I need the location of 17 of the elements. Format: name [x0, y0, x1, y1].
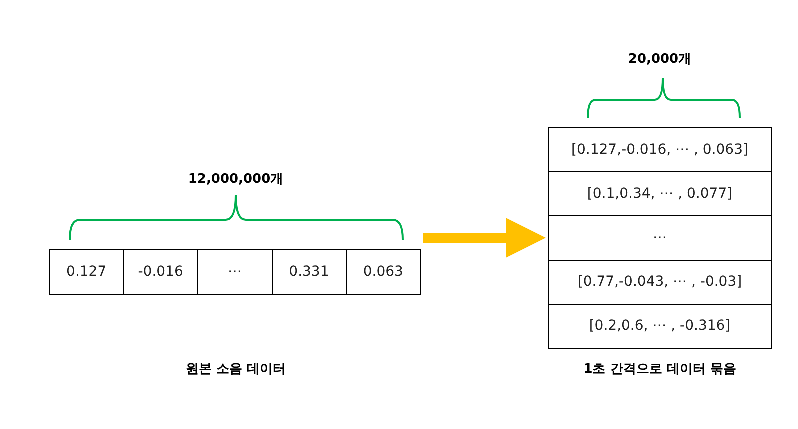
- arrow: [423, 218, 546, 258]
- caption: 원본 소음 데이터: [186, 361, 286, 378]
- array-cell: [0.1,0.34, ⋯ , 0.077]: [549, 171, 771, 216]
- array-cell: ⋯: [549, 215, 771, 260]
- count-label: 20,000개: [628, 51, 692, 68]
- array-cell: 0.331: [272, 250, 346, 294]
- caption: 1초 간격으로 데이터 묶음: [584, 361, 736, 378]
- array-cell: [0.77,-0.043, ⋯ , -0.03]: [549, 260, 771, 304]
- array-cell: [0.2,0.6, ⋯ , -0.316]: [549, 304, 771, 348]
- array-cell: [0.127,-0.016, ⋯ , 0.063]: [549, 128, 771, 172]
- array-cell: -0.016: [123, 250, 198, 294]
- array-frame: [49, 249, 421, 295]
- array-frame: [548, 127, 772, 349]
- array-cell: 0.063: [346, 250, 420, 294]
- count-label: 12,000,000개: [188, 171, 284, 188]
- array-cell: ⋯: [197, 250, 272, 294]
- array-cell: 0.127: [50, 250, 124, 294]
